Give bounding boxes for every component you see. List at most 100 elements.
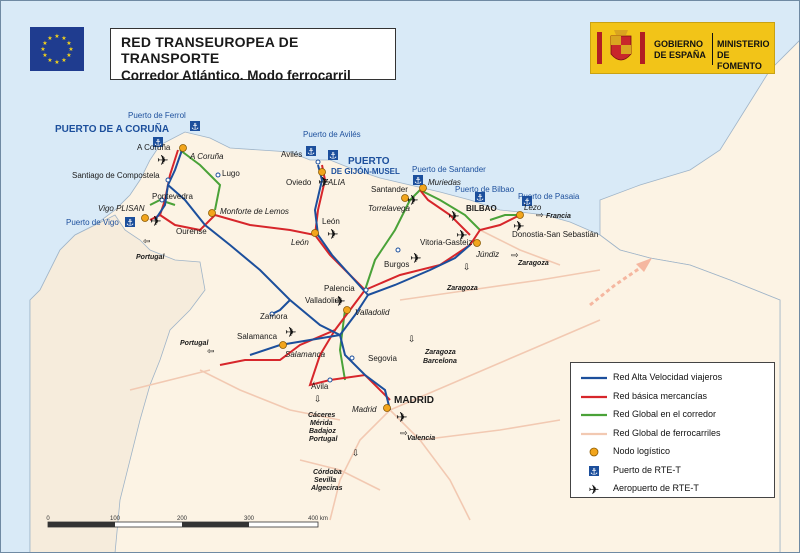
legend-item-high-speed: Red Alta Velocidad viajeros — [579, 369, 766, 388]
anchor-icon: ⚓ — [153, 137, 163, 149]
label-ourense: Ourense — [176, 227, 207, 236]
label-aviles: Avilés — [281, 150, 302, 159]
node-torrelavega — [401, 194, 409, 202]
node-a-coruna — [179, 144, 187, 152]
government-text: GOBIERNO DE ESPAÑA — [654, 39, 706, 60]
label-a-coruna-node: A Coruña — [189, 152, 224, 161]
node-leon — [311, 229, 319, 237]
svg-text:✈: ✈ — [589, 483, 600, 495]
airplane-icon: ✈ — [157, 153, 169, 169]
svg-text:⚓: ⚓ — [154, 139, 162, 149]
label-segovia: Segovia — [368, 354, 397, 363]
anchor-icon: ⚓ — [306, 146, 316, 158]
legend-item-port: ⚓ Puerto de RTE-T — [579, 462, 766, 481]
blue-line-icon — [581, 376, 607, 380]
label-portugal-1: Portugal — [136, 254, 165, 261]
label-lugo: Lugo — [222, 169, 240, 178]
label-salamanca-2: Salamanca — [285, 350, 326, 359]
port-icons: ⚓ ⚓ ⚓ ⚓ ⚓ ⚓ ⚓ ⚓ — [125, 121, 532, 229]
label-torrelavega: Torrelavega — [368, 204, 411, 213]
label-zgz-bcn-2: Barcelona — [423, 358, 457, 365]
legend-item-global-corridor: Red Global en el corredor — [579, 406, 766, 425]
svg-text:⚓: ⚓ — [590, 467, 598, 477]
airplane-icon: ✈ — [396, 410, 408, 426]
svg-text:⚓: ⚓ — [307, 148, 315, 158]
svg-text:★: ★ — [54, 33, 59, 40]
label-cordoba: Córdoba — [313, 469, 342, 476]
orange-dot-icon — [589, 447, 599, 457]
label-badajoz: Badajoz — [309, 428, 336, 435]
label-puerto-bilbao: Puerto de Bilbao — [455, 185, 515, 194]
label-donostia: Donostia-San Sebastián — [512, 230, 598, 239]
label-oviedo: Oviedo — [286, 178, 312, 187]
red-line-icon — [581, 395, 607, 398]
label-vitoria: Vitoria-Gasteiz — [420, 238, 472, 247]
svg-text:★: ★ — [42, 52, 47, 59]
coat-of-arms-icon — [597, 30, 645, 64]
svg-text:⇩: ⇩ — [314, 395, 322, 405]
node-vigo — [141, 214, 149, 222]
svg-text:⇩: ⇩ — [463, 263, 471, 273]
european-union-flag: ★★★ ★★★ ★★★ ★★★ — [30, 27, 84, 71]
node-salamanca — [279, 341, 287, 349]
node-valladolid — [343, 306, 351, 314]
node-jundiz — [473, 239, 481, 247]
legend: Red Alta Velocidad viajeros Red básica m… — [570, 362, 775, 498]
airport-icons: ✈ ✈ ✈ ✈ ✈ ✈ ✈ ✈ ✈ ✈ ✈ ✈ — [150, 153, 525, 426]
svg-text:★: ★ — [66, 40, 71, 47]
svg-text:★: ★ — [61, 35, 66, 42]
label-sevilla: Sevilla — [314, 477, 336, 484]
svg-text:★: ★ — [42, 40, 47, 47]
label-puerto-gijon-1: PUERTO — [348, 156, 390, 167]
label-algeciras: Algeciras — [310, 485, 343, 492]
airplane-icon: ✈ — [334, 294, 346, 310]
airplane-icon: ✈ — [285, 325, 297, 341]
label-burgos: Burgos — [384, 260, 409, 269]
title-box: RED TRANSEUROPEA DE TRANSPORTE Corredor … — [110, 28, 396, 83]
anchor-icon: ⚓ — [125, 217, 135, 229]
label-valencia: Valencia — [407, 435, 435, 442]
svg-text:★: ★ — [66, 52, 71, 59]
label-madrid-node: Madrid — [352, 405, 377, 414]
map-subtitle: Corredor Atlántico. Modo ferrocarril — [121, 68, 351, 83]
airplane-icon: ✈ — [407, 193, 419, 209]
pink-line-icon — [581, 432, 607, 435]
svg-text:⇦: ⇦ — [207, 347, 215, 357]
airplane-icon: ✈ — [513, 219, 525, 235]
label-santiago: Santiago de Compostela — [72, 171, 160, 180]
label-puerto-coruna: PUERTO DE A CORUÑA — [55, 122, 169, 135]
anchor-icon: ⚓ — [413, 175, 423, 187]
label-vigo-plisan: Vigo PLISAN — [98, 204, 145, 213]
svg-text:⇨: ⇨ — [400, 429, 408, 439]
label-zaragoza-2: Zaragoza — [446, 285, 478, 292]
label-palencia: Palencia — [324, 284, 355, 293]
label-bilbao: BILBAO — [466, 204, 497, 213]
airplane-icon: ✈ — [589, 483, 600, 495]
svg-text:⚓: ⚓ — [414, 177, 422, 187]
label-puerto-aviles: Puerto de Avilés — [303, 130, 361, 139]
label-jundiz: Júndiz — [475, 250, 499, 259]
legend-item-logistic-node: Nodo logístico — [579, 443, 766, 462]
label-salamanca-1: Salamanca — [237, 332, 278, 341]
legend-item-airport: ✈ Aeropuerto de RTE-T — [579, 480, 766, 499]
label-zaragoza-1: Zaragoza — [517, 260, 549, 267]
airplane-icon: ✈ — [456, 228, 468, 244]
label-puerto-vigo: Puerto de Vigo — [66, 218, 119, 227]
direction-arrows: ⇦ ⇦ ⇨ ⇩ ⇨ ⇩ ⇨ ⇩ ⇩ — [143, 211, 544, 459]
label-portugal-2: Portugal — [180, 340, 209, 347]
logistic-nodes — [141, 144, 524, 412]
airplane-icon: ✈ — [410, 251, 422, 267]
place-labels: PUERTO DE A CORUÑA Puerto de Ferrol A Co… — [55, 111, 598, 492]
airplane-icon: ✈ — [318, 175, 330, 191]
airplane-icon: ✈ — [327, 227, 339, 243]
label-pontevedra: Pontevedra — [152, 192, 193, 201]
svg-text:⚓: ⚓ — [476, 194, 484, 204]
svg-text:★: ★ — [54, 59, 59, 66]
global-rail-network — [129, 229, 601, 521]
svg-text:⇨: ⇨ — [511, 251, 519, 261]
city-dots — [159, 159, 401, 383]
svg-text:⇩: ⇩ — [352, 449, 360, 459]
node-madrid — [383, 404, 391, 412]
connection-arrow-france — [589, 266, 641, 307]
airplane-icon: ✈ — [150, 214, 162, 230]
